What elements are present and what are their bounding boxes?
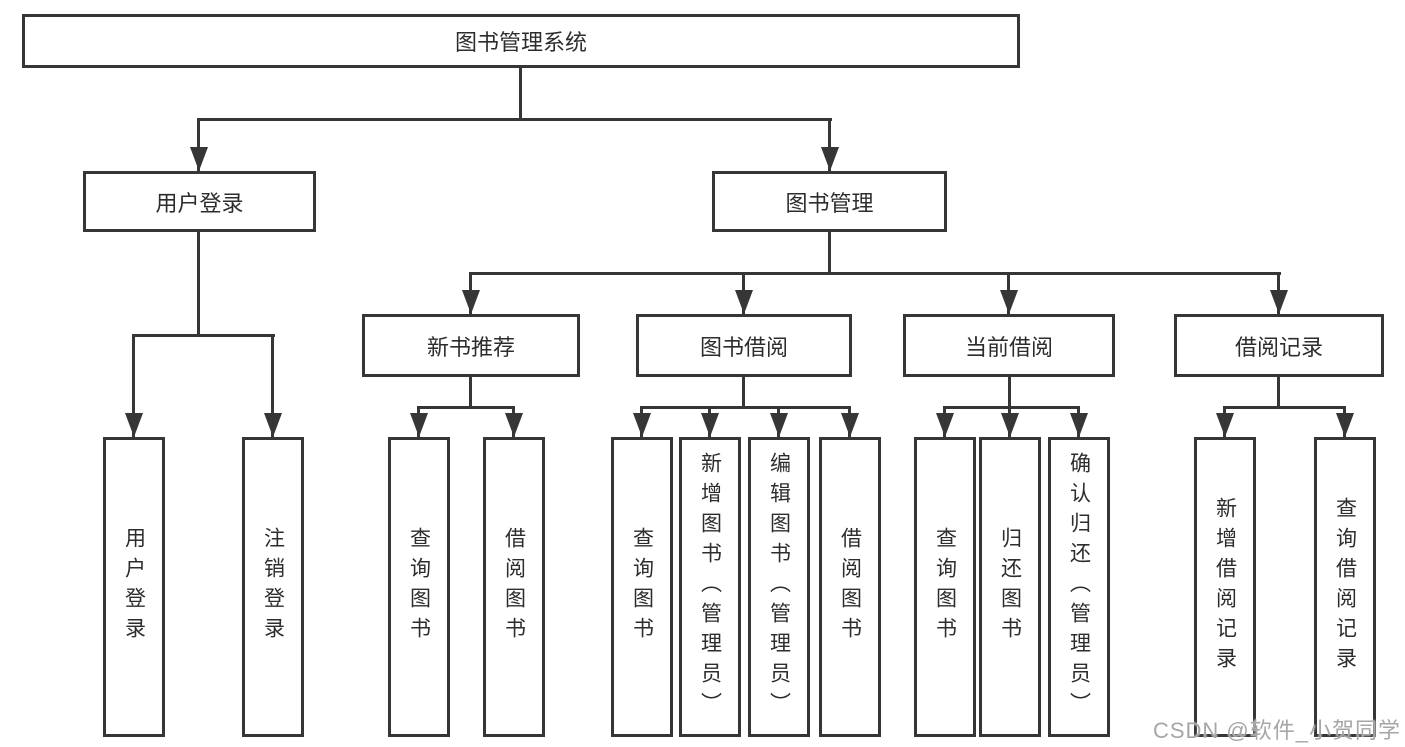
node-root-label: 图书管理系统 <box>454 30 587 55</box>
arrow-down-icon <box>841 413 859 437</box>
arrow-down-icon <box>735 290 753 314</box>
connector-line <box>271 334 274 437</box>
connector-line <box>197 232 200 336</box>
leaf-edit-book-admin-label: 编辑图书（管理员） <box>767 452 791 722</box>
leaf-query-books-current: 查询图书 <box>914 437 976 737</box>
leaf-add-book-admin-label: 新增图书（管理员） <box>698 452 722 722</box>
arrow-down-icon <box>190 147 208 171</box>
connector-line <box>828 232 831 274</box>
connector-line <box>1277 377 1280 408</box>
connector-line <box>132 334 135 437</box>
leaf-query-books-current-label: 查询图书 <box>933 527 957 647</box>
node-book-borrow: 图书借阅 <box>636 314 852 377</box>
leaf-borrow-books: 借阅图书 <box>819 437 881 737</box>
arrow-down-icon <box>1336 413 1354 437</box>
arrow-down-icon <box>770 413 788 437</box>
connector-line <box>469 377 472 408</box>
arrow-down-icon <box>505 413 523 437</box>
arrow-down-icon <box>936 413 954 437</box>
node-new-book-recommend: 新书推荐 <box>362 314 580 377</box>
leaf-confirm-return-admin: 确认归还（管理员） <box>1048 437 1110 737</box>
node-borrow-records: 借阅记录 <box>1174 314 1384 377</box>
node-book-management-label: 图书管理 <box>785 190 874 216</box>
connector-line <box>828 118 831 171</box>
leaf-query-books-borrow-label: 查询图书 <box>630 527 654 647</box>
connector-line <box>742 377 745 408</box>
leaf-return-books: 归还图书 <box>979 437 1041 737</box>
connector-line <box>197 118 832 121</box>
leaf-logout-label: 注销登录 <box>261 527 285 647</box>
arrow-down-icon <box>1216 413 1234 437</box>
node-user-login-label: 用户登录 <box>155 190 244 216</box>
leaf-borrow-books-recommend-label: 借阅图书 <box>502 527 526 647</box>
arrow-down-icon <box>462 290 480 314</box>
node-new-book-recommend-label: 新书推荐 <box>426 334 515 360</box>
arrow-down-icon <box>1270 290 1288 314</box>
watermark-text: CSDN @软件_小贺同学 <box>1152 718 1401 743</box>
leaf-query-books-borrow: 查询图书 <box>611 437 673 737</box>
node-book-borrow-label: 图书借阅 <box>699 334 788 360</box>
connector-line <box>640 406 851 409</box>
leaf-add-borrow-record-label: 新增借阅记录 <box>1213 497 1237 677</box>
arrow-down-icon <box>701 413 719 437</box>
node-root: 图书管理系统 <box>22 14 1020 68</box>
arrow-down-icon <box>633 413 651 437</box>
arrow-down-icon <box>264 413 282 437</box>
connector-line <box>1223 406 1346 409</box>
leaf-borrow-books-label: 借阅图书 <box>838 527 862 647</box>
leaf-logout: 注销登录 <box>242 437 304 737</box>
node-user-login: 用户登录 <box>83 171 316 232</box>
leaf-query-books-recommend: 查询图书 <box>388 437 450 737</box>
leaf-user-login: 用户登录 <box>103 437 165 737</box>
arrow-down-icon <box>1070 413 1088 437</box>
node-borrow-records-label: 借阅记录 <box>1234 334 1323 360</box>
leaf-return-books-label: 归还图书 <box>998 527 1022 647</box>
leaf-query-borrow-record: 查询借阅记录 <box>1314 437 1376 737</box>
leaf-confirm-return-admin-label: 确认归还（管理员） <box>1067 452 1091 722</box>
leaf-query-borrow-record-label: 查询借阅记录 <box>1333 497 1357 677</box>
connector-line <box>519 68 522 120</box>
leaf-add-book-admin: 新增图书（管理员） <box>679 437 741 737</box>
leaf-user-login-label: 用户登录 <box>122 527 146 647</box>
node-current-borrow-label: 当前借阅 <box>964 334 1053 360</box>
arrow-down-icon <box>410 413 428 437</box>
node-current-borrow: 当前借阅 <box>903 314 1115 377</box>
connector-line <box>417 406 515 409</box>
connector-line <box>197 118 200 171</box>
connector-line <box>469 272 1281 275</box>
node-book-management: 图书管理 <box>712 171 947 232</box>
leaf-add-borrow-record: 新增借阅记录 <box>1194 437 1256 737</box>
leaf-edit-book-admin: 编辑图书（管理员） <box>748 437 810 737</box>
connector-line <box>132 334 275 337</box>
arrow-down-icon <box>821 147 839 171</box>
connector-line <box>943 406 1080 409</box>
connector-line <box>1008 377 1011 408</box>
arrow-down-icon <box>1000 290 1018 314</box>
arrow-down-icon <box>125 413 143 437</box>
leaf-query-books-recommend-label: 查询图书 <box>407 527 431 647</box>
arrow-down-icon <box>1001 413 1019 437</box>
leaf-borrow-books-recommend: 借阅图书 <box>483 437 545 737</box>
